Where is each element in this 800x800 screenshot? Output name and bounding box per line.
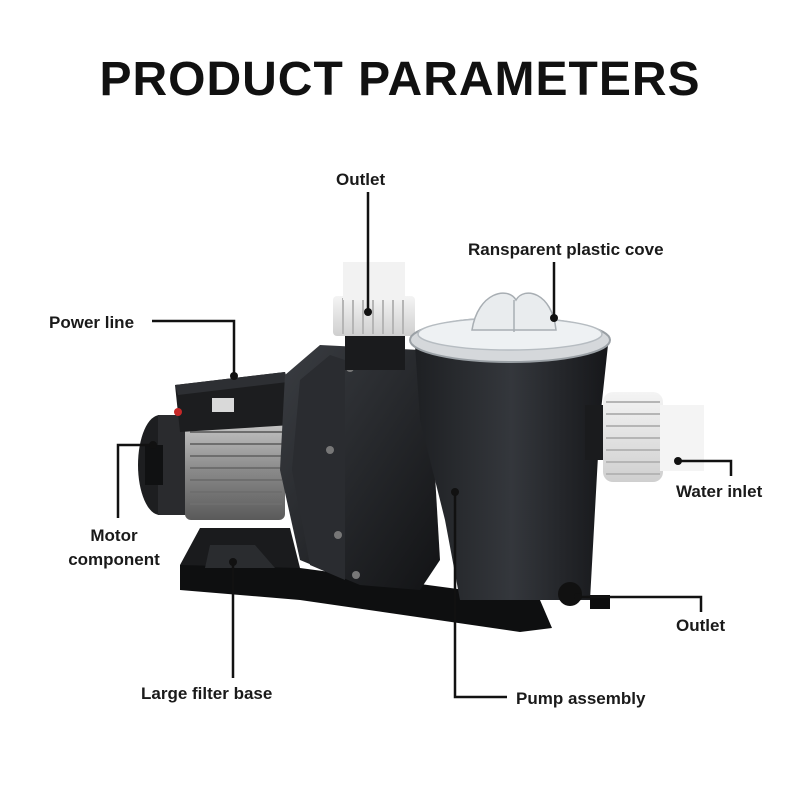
label-motor-component: Motor component [60,526,168,570]
motor-component [138,415,285,520]
label-outlet-bottom: Outlet [676,616,726,635]
callout-motor [116,443,153,518]
transparent-cover [409,292,611,363]
callout-dots [149,308,682,601]
label-transparent-cover: Ransparent plastic cove [468,240,664,259]
label-power-line: Power line [49,313,135,332]
strainer-pot [415,345,610,609]
top-outlet-pipe [333,262,415,370]
power-line-box [174,372,292,432]
page-title: PRODUCT PARAMETERS [99,53,701,106]
water-inlet-pipe [585,392,704,482]
callout-lines [116,192,733,699]
label-outlet-top: Outlet [336,170,386,189]
label-water-inlet: Water inlet [676,482,763,501]
callout-power-line [152,319,236,376]
callout-pump [453,492,507,699]
filter-base [180,528,552,632]
label-pump-assembly: Pump assembly [516,689,646,708]
callout-outlet-bottom [578,595,703,612]
label-motor-line2: component [68,550,160,569]
label-motor-line1: Motor [90,526,138,545]
label-filter-base: Large filter base [141,684,273,703]
pump-assembly [280,345,440,590]
callout-water-inlet [678,459,733,476]
